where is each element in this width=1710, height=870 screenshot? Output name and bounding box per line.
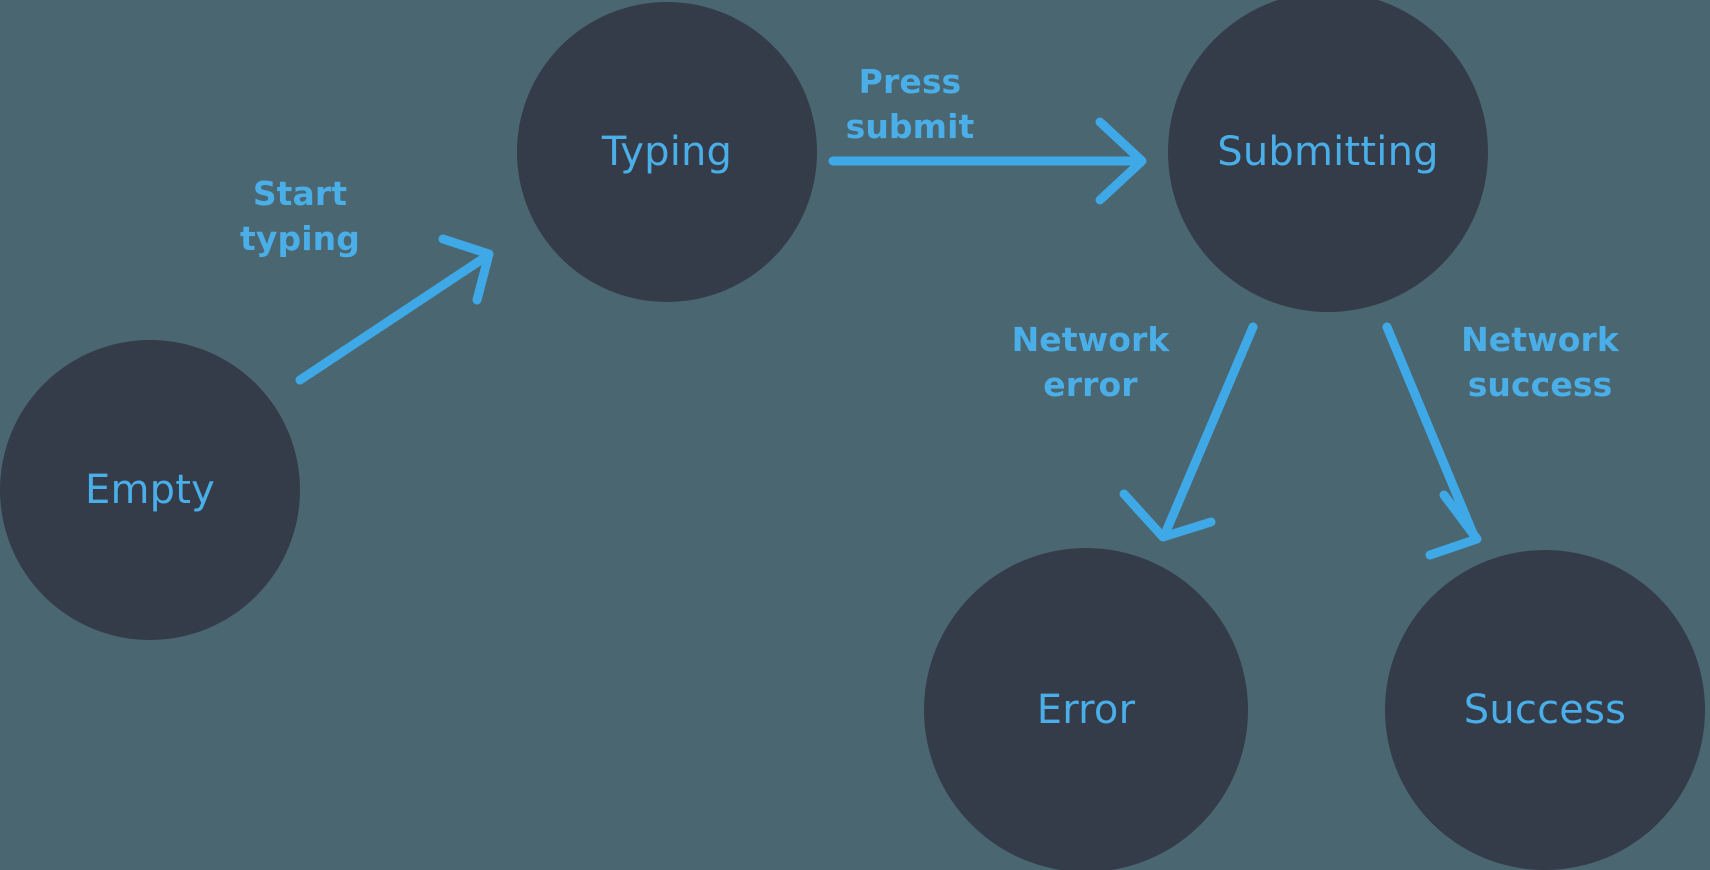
transition-label-start-typing: Start typing xyxy=(240,174,360,258)
arrow-network-error xyxy=(1119,322,1258,542)
state-label-error: Error xyxy=(1036,687,1136,733)
state-node-success[interactable]: Success xyxy=(1385,550,1705,870)
state-label-submitting: Submitting xyxy=(1217,129,1439,175)
state-label-empty: Empty xyxy=(85,467,215,513)
state-node-error[interactable]: Error xyxy=(924,548,1248,870)
transition-label-network-success: Network success xyxy=(1461,320,1619,404)
transition-label-press-submit: Press submit xyxy=(845,62,975,146)
state-label-success: Success xyxy=(1463,687,1627,733)
state-node-empty[interactable]: Empty xyxy=(0,340,300,640)
state-node-submitting[interactable]: Submitting xyxy=(1168,0,1488,312)
arrow-network-success xyxy=(1382,322,1482,560)
arrow-press-submit xyxy=(828,117,1147,205)
transition-label-network-error: Network error xyxy=(1011,320,1170,404)
state-node-typing[interactable]: Typing xyxy=(517,2,817,302)
state-label-typing: Typing xyxy=(601,129,733,175)
arrow-start-typing xyxy=(295,234,494,385)
